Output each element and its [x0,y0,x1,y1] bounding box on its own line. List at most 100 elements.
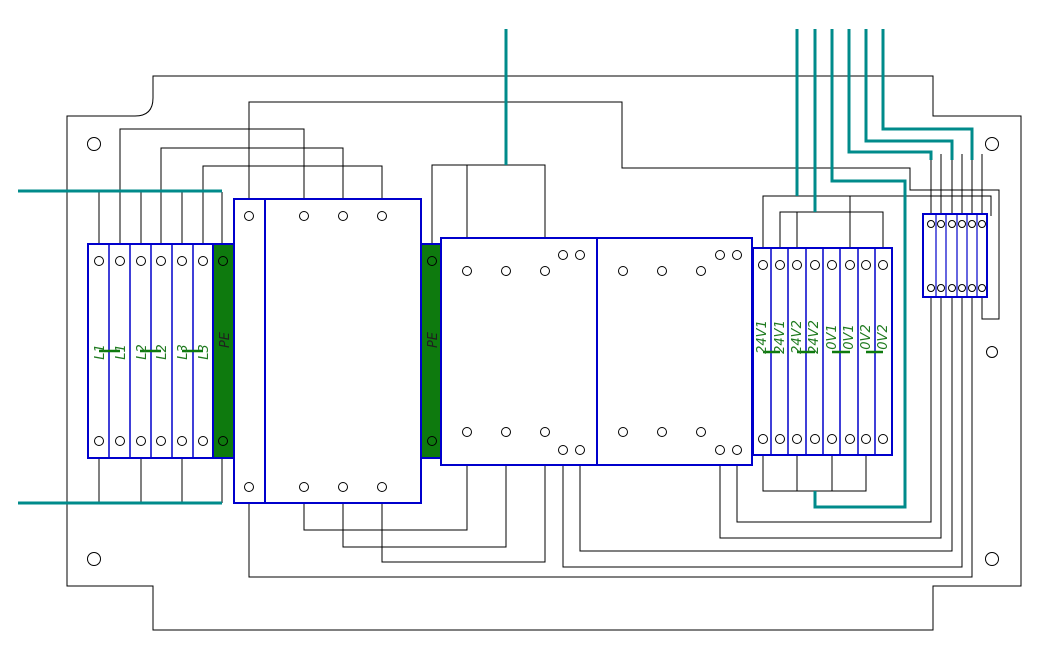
terminal-label-l2: L2 [155,344,170,360]
external-cables [18,29,974,509]
terminal-screw [696,266,706,276]
terminal-screw [198,256,208,266]
terminal-screw [299,211,309,221]
terminal-screw [540,266,550,276]
terminal-label-0v2: 0V2 [876,324,891,349]
terminal-screw [618,266,628,276]
terminal-screw [244,211,254,221]
terminal-screw [715,445,725,455]
mounting-hole [87,552,101,566]
terminal-screw [198,436,208,446]
terminal-screw [827,260,837,270]
terminal-screw [177,436,187,446]
terminal-screw [156,256,166,266]
terminal-screw [968,220,976,228]
terminal-screw [792,434,802,444]
terminal-screw [177,256,187,266]
terminal-screw [758,434,768,444]
terminal-screw [715,250,725,260]
mounting-hole [87,137,101,151]
terminal-label-24v1: 24V1 [773,320,788,354]
terminal-label-24v1: 24V1 [755,320,770,354]
terminal-screw [948,220,956,228]
terminal-screw [338,211,348,221]
terminal-screw [758,260,768,270]
terminal-screw [462,266,472,276]
pe-screws-left [218,256,228,446]
terminal-screw [878,260,888,270]
terminal-screw [501,427,511,437]
terminal-label-0v1: 0V1 [825,324,840,349]
terminal-screw [136,436,146,446]
terminal-screw [861,434,871,444]
pe-terminal-mid [420,243,442,459]
terminal-screw [558,250,568,260]
terminal-screw [218,256,228,266]
terminal-screw [927,284,935,292]
transformer-frame [233,198,422,504]
terminal-screw [792,260,802,270]
small-terminal-block [922,213,988,298]
terminal-screw [575,250,585,260]
terminal-screw [338,482,348,492]
terminal-screw [775,434,785,444]
terminal-screw [540,427,550,437]
terminal-screw [732,250,742,260]
terminal-screw [377,482,387,492]
mid-pe-terminal: PE [420,243,442,459]
terminal-screw [299,482,309,492]
terminal-label-l3: L3 [197,344,212,360]
mounting-hole [985,137,999,151]
terminal-screw [732,445,742,455]
internal-wiring [98,101,1000,578]
transformer-module [233,198,422,504]
terminal-screw [810,260,820,270]
terminal-screw [94,256,104,266]
terminal-screw [927,220,935,228]
terminal-screw [845,260,855,270]
terminal-label-l1: L1 [114,344,129,360]
terminal-label-l2: L2 [135,344,150,360]
terminal-screw [462,427,472,437]
terminal-screw [878,434,888,444]
terminal-screw [156,436,166,446]
power-supply-module [440,237,753,466]
left-block-screws [94,256,208,446]
terminal-label-0v1: 0V1 [842,324,857,349]
terminal-screw [978,284,986,292]
left-terminal-block: L1 L1 L2 L2 L3 L3 PE [87,243,235,459]
terminal-screw [115,256,125,266]
terminal-screw [657,427,667,437]
pe-label-left: PE [218,331,233,348]
terminal-label-24v2: 24V2 [807,320,822,354]
terminal-label-l3: L3 [176,344,191,360]
enclosure-outline [66,75,1022,631]
terminal-screw [948,284,956,292]
terminal-label-24v2: 24V2 [790,320,805,354]
pe-label-mid: PE [426,331,441,348]
terminal-screw [978,220,986,228]
terminal-screw [575,445,585,455]
mounting-hole [985,552,999,566]
terminal-screw [244,482,254,492]
terminal-screw [958,284,966,292]
mounting-hole [986,346,998,358]
terminal-screw [501,266,511,276]
terminal-screw [810,434,820,444]
terminal-screw [94,436,104,446]
terminal-screw [218,436,228,446]
terminal-screw [657,266,667,276]
terminal-screw [136,256,146,266]
terminal-screw [427,256,437,266]
terminal-screw [115,436,125,446]
terminal-screw [775,260,785,270]
right-terminal-block: 24V1 24V1 24V2 24V2 0V1 0V1 0V2 0V2 [752,247,893,456]
terminal-screw [968,284,976,292]
terminal-screw [958,220,966,228]
terminal-screw [937,284,945,292]
terminal-screw [827,434,837,444]
terminal-screw [618,427,628,437]
terminal-screw [377,211,387,221]
pe-terminal-left [212,243,235,459]
